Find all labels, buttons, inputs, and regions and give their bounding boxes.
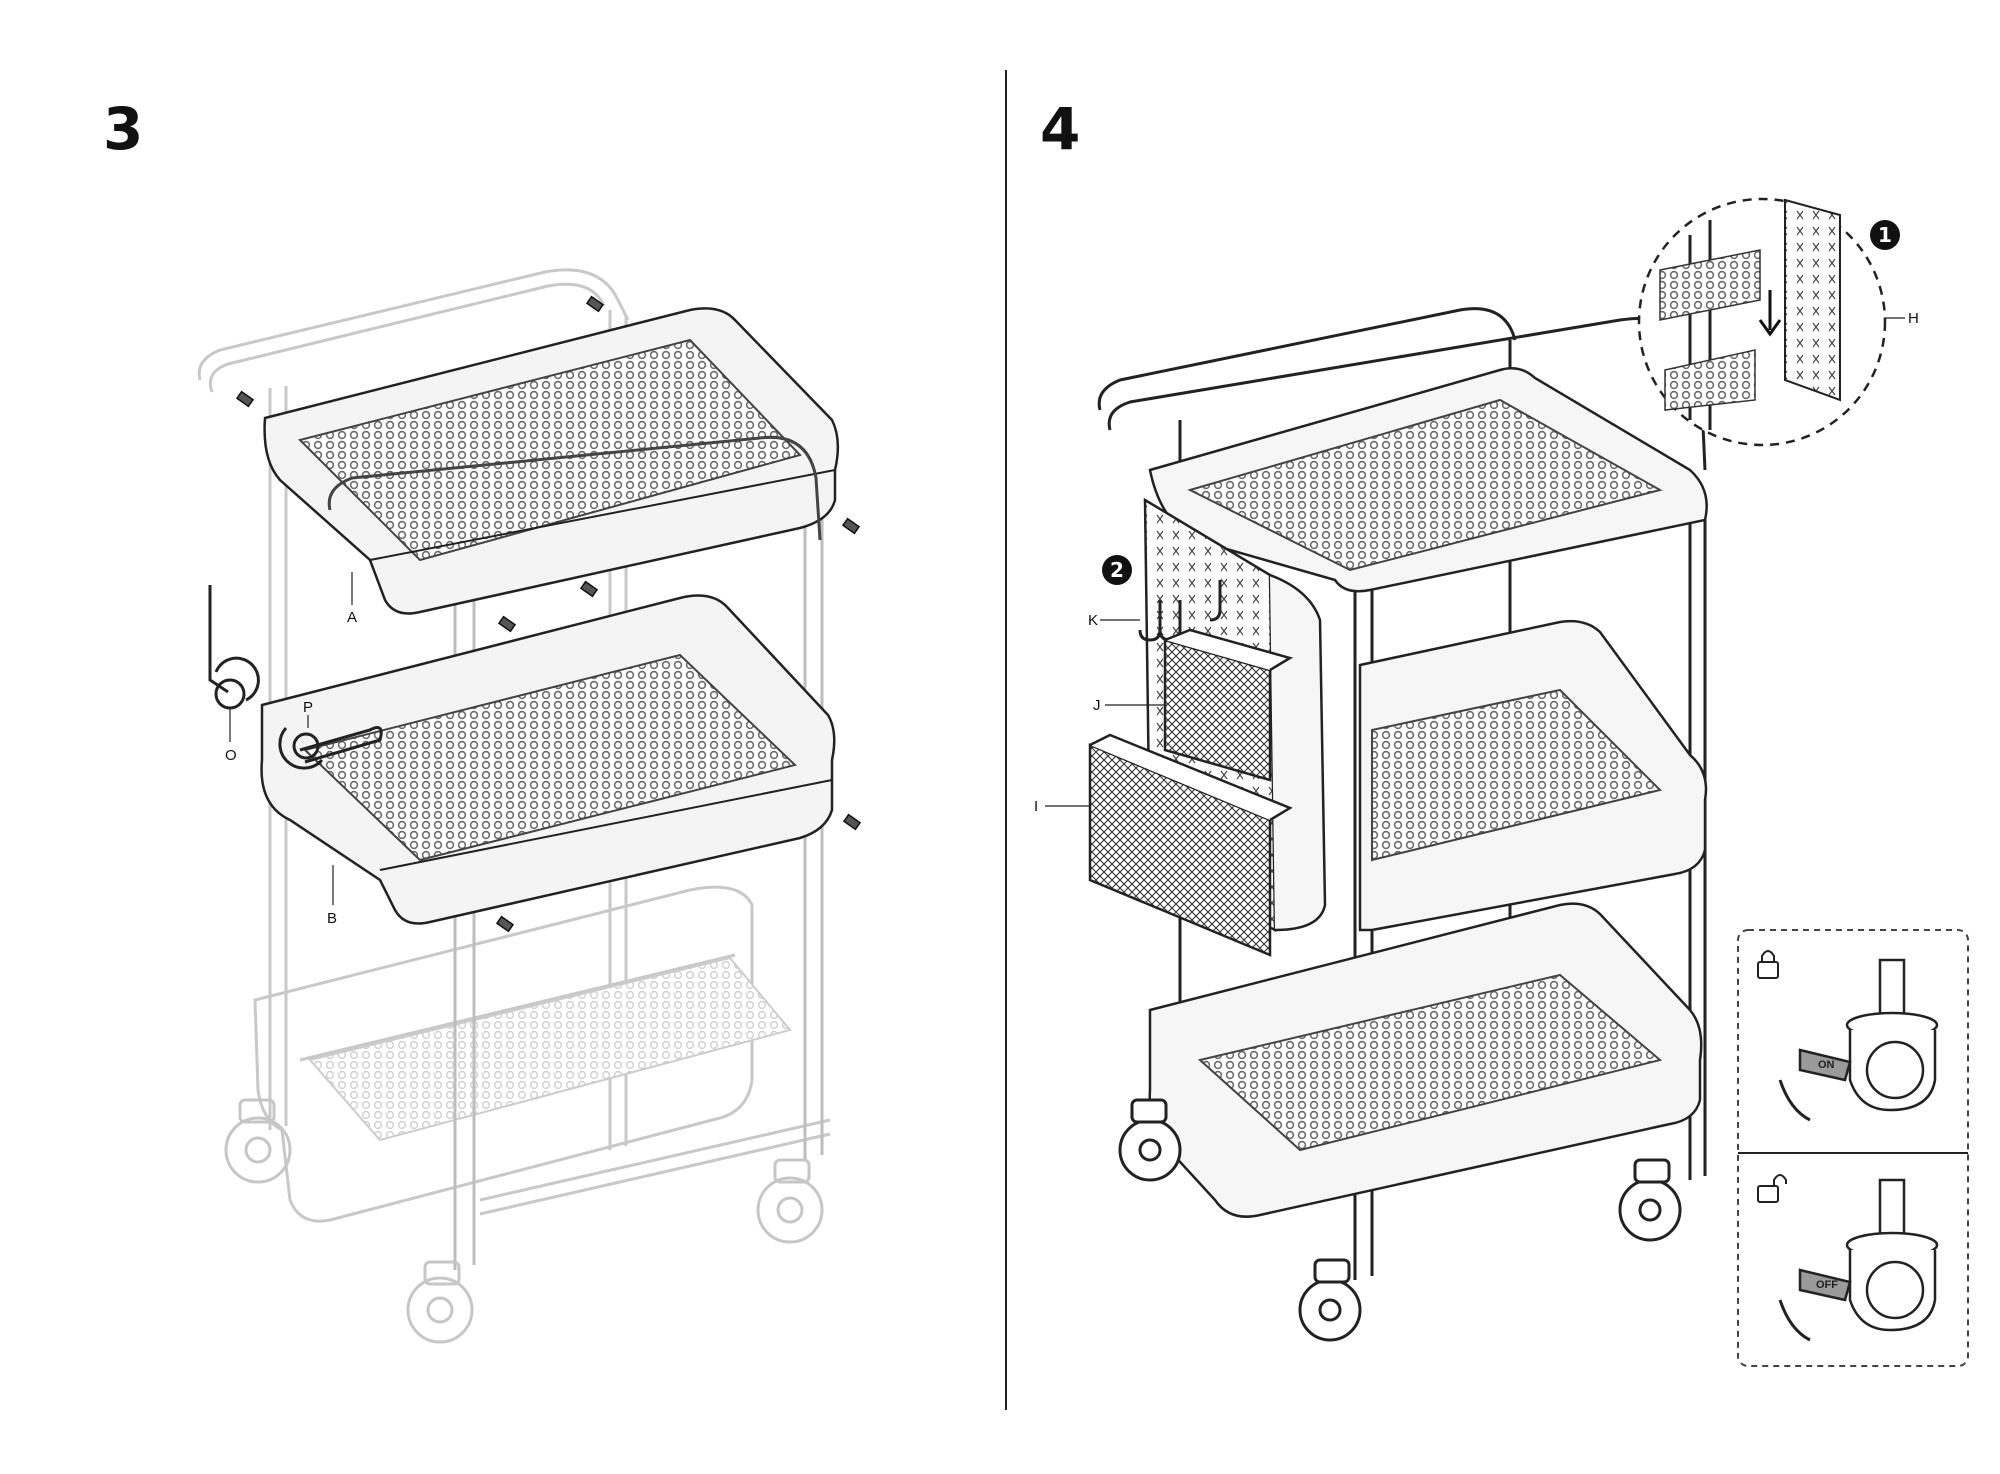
caster-lock-panel: ON OFF [1737, 929, 1969, 1367]
caster-detail-locked: ON [1778, 958, 1939, 1122]
padlock-closed-icon [1757, 950, 1779, 979]
step-4-number: 4 [1040, 95, 1081, 163]
step3-hex-key [208, 585, 260, 710]
label-o: O [225, 747, 237, 764]
label-p: P [303, 699, 313, 716]
step4-basket-i [1088, 733, 1293, 957]
svg-text:ON: ON [1818, 1059, 1835, 1071]
step3-tier-a [263, 307, 840, 615]
step3-screws [235, 295, 862, 933]
label-b: B [327, 910, 337, 927]
step-3-number: 3 [103, 95, 144, 163]
label-i: I [1034, 798, 1038, 815]
label-j: J [1093, 697, 1101, 714]
step3-casters [224, 1098, 824, 1344]
label-a: A [347, 609, 357, 626]
detail-circle-pegboard [1637, 197, 1887, 447]
substep-badge-2: 2 [1102, 555, 1132, 585]
step3-front-handle [327, 435, 822, 541]
svg-text:OFF: OFF [1816, 1279, 1838, 1291]
step3-bottom-mesh [308, 956, 792, 1142]
step4-casters [1118, 1098, 1682, 1342]
step4-basket-j [1163, 628, 1294, 782]
step4-tier-bottom [1148, 902, 1703, 1218]
padlock-open-icon [1757, 1174, 1787, 1203]
page-divider [1005, 70, 1007, 1410]
substep-badge-1: 1 [1870, 220, 1900, 250]
caster-detail-unlocked: OFF [1778, 1178, 1939, 1342]
step3-tier-b [260, 594, 836, 925]
svg-text:1: 1 [1878, 223, 1892, 247]
label-h: H [1908, 310, 1919, 327]
step4-tier-middle [1358, 619, 1708, 932]
svg-text:2: 2 [1110, 558, 1124, 582]
step3-leaders [229, 572, 353, 905]
label-k: K [1088, 612, 1098, 629]
step3-wrench [278, 726, 383, 770]
